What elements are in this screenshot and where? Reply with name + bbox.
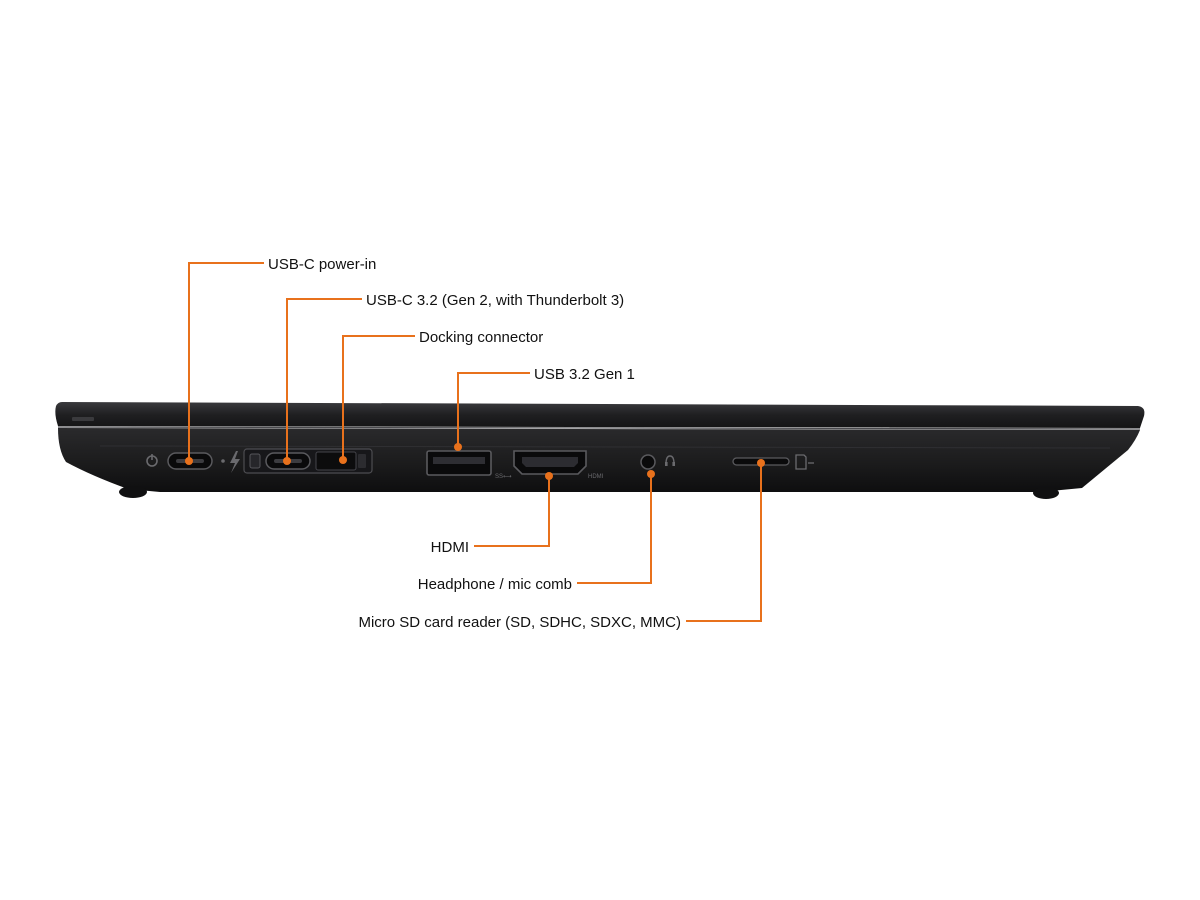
marker-usb-c-power-in [185, 457, 193, 465]
headphone-jack [640, 454, 656, 470]
lid-seam [57, 426, 1141, 430]
leader-usb-3-2-gen-1 [457, 372, 530, 447]
label-usb-c-power-in: USB-C power-in [268, 256, 376, 273]
laptop-base [58, 428, 1140, 492]
callout-labels: USB-C power-in USB-C 3.2 (Gen 2, with Th… [268, 256, 681, 631]
marker-micro-sd [757, 459, 765, 467]
docking-latch [358, 454, 366, 468]
label-usb-3-2-gen-1: USB 3.2 Gen 1 [534, 366, 635, 383]
rear-foot [1033, 487, 1059, 499]
sd-card-icon [795, 454, 814, 470]
usb-c-thunderbolt-port-mark [249, 453, 261, 469]
thunderbolt-icon [230, 451, 240, 473]
headset-icon [665, 455, 675, 466]
front-foot [119, 486, 147, 498]
usb-superspeed-icon: SS⟷ [495, 474, 512, 480]
laptop-lid [55, 402, 1145, 428]
hdmi-icon: HDMI [588, 474, 604, 480]
base-highlight [99, 445, 1111, 449]
laptop-side-view: SS⟷ HDMI [55, 402, 1145, 499]
marker-hdmi [545, 472, 553, 480]
docking-connector-port [315, 451, 357, 471]
indicator-led [221, 459, 225, 463]
power-icon [146, 454, 158, 467]
marker-usb-c-thunderbolt [283, 457, 291, 465]
marker-usb-3-2-gen-1 [454, 443, 462, 451]
label-headphone-mic: Headphone / mic comb [418, 576, 572, 593]
callout-leaders [185, 262, 765, 622]
leader-docking-connector [342, 335, 415, 460]
leader-micro-sd [686, 463, 762, 622]
lid-logo-mark [72, 417, 94, 421]
marker-docking-connector [339, 456, 347, 464]
label-micro-sd: Micro SD card reader (SD, SDHC, SDXC, MM… [358, 614, 681, 631]
label-hdmi: HDMI [431, 539, 469, 556]
leader-headphone-mic [577, 474, 652, 584]
hdmi-inner [522, 457, 578, 467]
leader-usb-c-thunderbolt [286, 298, 362, 461]
leader-hdmi [474, 476, 550, 547]
label-docking-connector: Docking connector [419, 329, 543, 346]
usb-a-tongue [433, 457, 485, 464]
marker-headphone-mic [647, 470, 655, 478]
label-usb-c-thunderbolt: USB-C 3.2 (Gen 2, with Thunderbolt 3) [366, 292, 624, 309]
leader-usb-c-power-in [188, 262, 264, 461]
